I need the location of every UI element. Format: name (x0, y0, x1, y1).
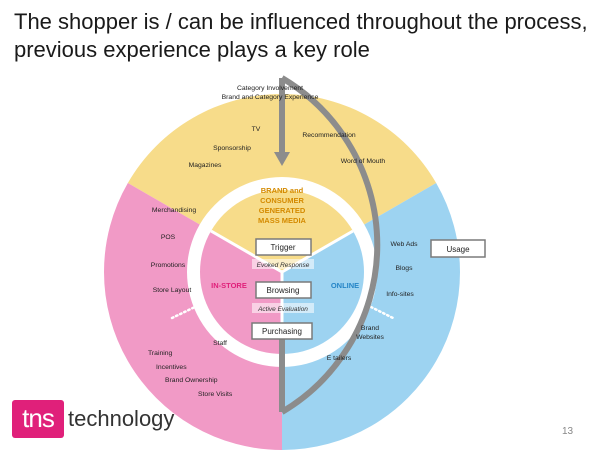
training-label: Training (148, 350, 173, 357)
slide-title: The shopper is / can be influenced throu… (14, 9, 588, 62)
dotted-separator-right (365, 303, 395, 320)
word-of-mouth-label: Word of Mouth (341, 158, 386, 165)
browsing-label: Browsing (267, 286, 300, 295)
outer-ring-instore-sector (104, 183, 282, 450)
active-evaluation-label: Active Evaluation (257, 306, 308, 313)
media-label-line3: GENERATED (259, 206, 306, 215)
dotted-separator-left (170, 303, 201, 320)
tv-label: TV (252, 126, 261, 133)
merchandising-label: Merchandising (152, 207, 196, 214)
usage-arc (280, 75, 381, 415)
trigger-box (255, 238, 312, 256)
active-evaluation-band (252, 303, 314, 313)
tns-technology-logo: tns technology (12, 400, 174, 438)
logo-text: technology (68, 406, 175, 431)
incentives-label: Incentives (156, 364, 187, 371)
store-layout-label: Store Layout (153, 287, 192, 294)
arc-entry-arrowhead (274, 152, 290, 166)
purchasing-box (251, 322, 313, 340)
evoked-response-label: Evoked Response (257, 262, 310, 269)
recommendation-label: Recommendation (302, 132, 355, 139)
usage-box (430, 239, 486, 258)
e-tailers-label: E tailers (327, 355, 352, 362)
media-label-line2: CONSUMER (260, 196, 304, 205)
promotions-label: Promotions (151, 262, 186, 269)
online-label: ONLINE (331, 281, 359, 290)
info-sites-label: Info-sites (386, 291, 414, 298)
brand-ownership-label: Brand Ownership (165, 377, 218, 384)
browsing-box (255, 281, 312, 299)
blogs-label: Blogs (395, 265, 413, 272)
brand-websites-label-line2: Websites (356, 334, 384, 341)
store-visits-label: Store Visits (198, 391, 233, 398)
purchasing-label: Purchasing (262, 327, 302, 336)
in-store-label: IN-STORE (211, 281, 247, 290)
media-label-line1: BRAND and (261, 186, 304, 195)
trigger-label: Trigger (270, 243, 295, 252)
pos-label: POS (161, 234, 176, 241)
tns-logo-mark: tns (12, 400, 64, 438)
brand-websites-label-line1: Brand (361, 325, 379, 332)
category-involvement-label: Category Involvement (237, 85, 303, 92)
media-label-line4: MASS MEDIA (258, 216, 307, 225)
brand-category-experience-label: Brand and Category Experience (222, 94, 319, 101)
page-number: 13 (562, 426, 574, 437)
outer-ring-online-sector (282, 183, 461, 450)
web-ads-label: Web Ads (390, 241, 418, 248)
magazines-label: Magazines (189, 162, 222, 169)
usage-label: Usage (446, 245, 470, 254)
sponsorship-label: Sponsorship (213, 145, 251, 152)
staff-label: Staff (213, 340, 227, 347)
evoked-response-band (252, 259, 314, 269)
